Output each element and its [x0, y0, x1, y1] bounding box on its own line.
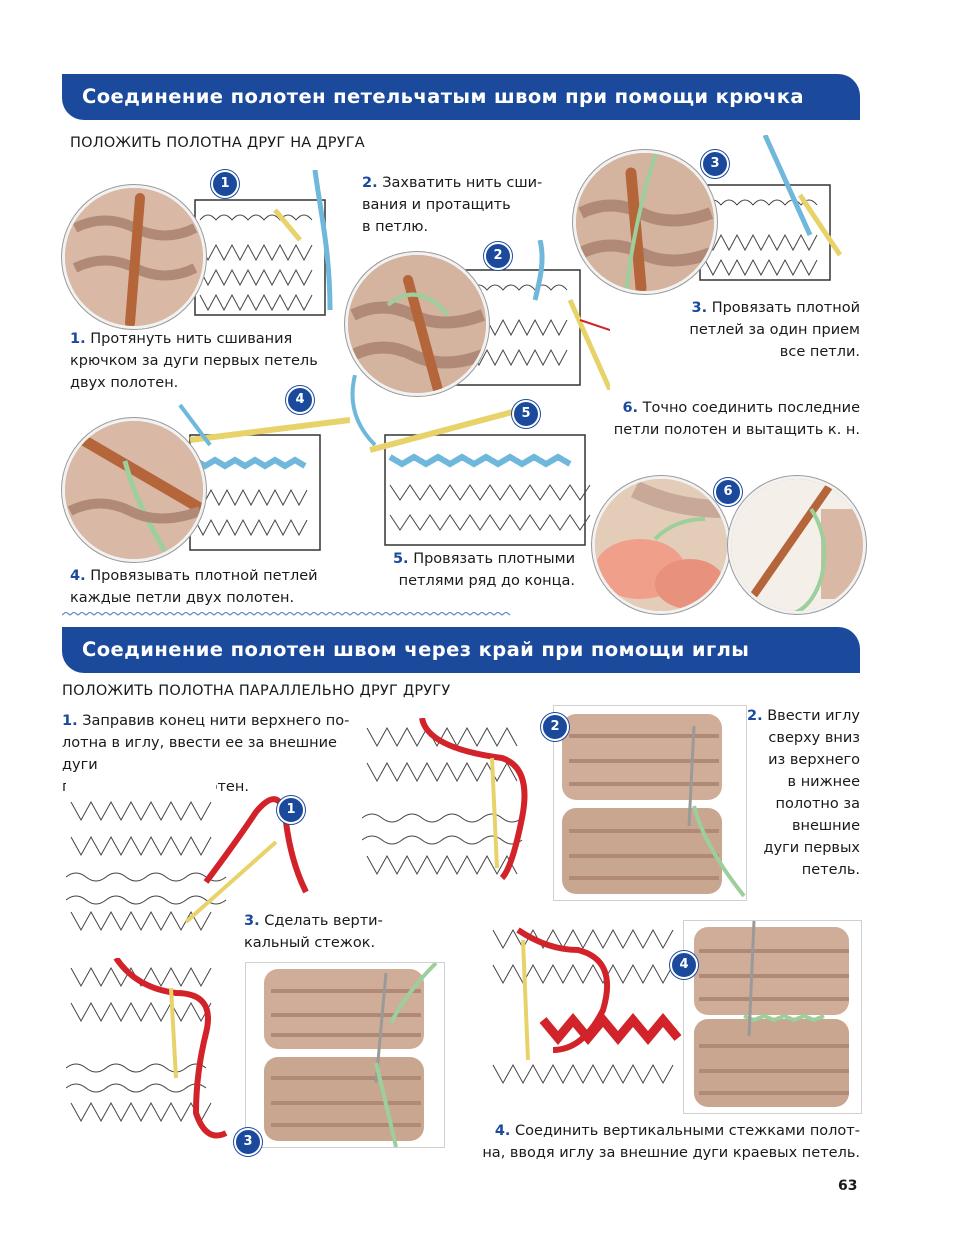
- caption-line: дуги первых: [763, 840, 860, 856]
- caption-line: Заправив конец нити верхнего по-: [82, 713, 350, 729]
- caption-line: внешние: [791, 818, 860, 834]
- caption-line: Ввести иглу: [767, 708, 860, 724]
- illustration-step-1: [180, 170, 340, 320]
- caption-step-6: 6. Точно соединить последние петли полот…: [600, 397, 860, 441]
- photo-circle-step-6b: [728, 476, 866, 614]
- caption-step-4: 4. Провязывать плотной петлей каждые пет…: [70, 565, 330, 609]
- caption-line: Провязать плотными: [413, 551, 575, 567]
- section2-title: Соединение полотен швом через край при п…: [62, 627, 860, 673]
- illustration-s2-step-3: [66, 958, 236, 1143]
- s2-step-badge-2: 2: [541, 713, 569, 741]
- caption-line: в нижнее: [787, 774, 860, 790]
- caption-line: петель.: [801, 862, 860, 878]
- caption-s2-step-4: 4. Соединить вертикальными стежками поло…: [480, 1120, 860, 1164]
- illustration-s2-step-2: [362, 718, 552, 903]
- caption-line: Точно соединить последние: [642, 400, 860, 416]
- caption-line: полотно за: [775, 796, 861, 812]
- photo-circle-step-6a: [592, 476, 730, 614]
- step-badge-4: 4: [286, 386, 314, 414]
- page-number: 63: [838, 1178, 858, 1194]
- caption-line: на, вводя иглу за внешние дуги краевых п…: [482, 1145, 860, 1161]
- caption-line: Провязывать плотной петлей: [90, 568, 318, 584]
- step-badge-6: 6: [714, 478, 742, 506]
- s2-step-badge-4: 4: [670, 951, 698, 979]
- section1-subtitle: ПОЛОЖИТЬ ПОЛОТНА ДРУГ НА ДРУГА: [70, 135, 365, 151]
- photo-s2-step-2: [553, 705, 747, 901]
- caption-step-2: 2. Захватить нить сши- вания и протащить…: [362, 172, 552, 238]
- caption-step-5: 5. Провязать плотными петлями ряд до кон…: [380, 548, 575, 592]
- caption-line: кальный стежок.: [244, 935, 376, 951]
- caption-s2-step-2: 2. Ввести иглу сверху вниз из верхнего в…: [740, 705, 860, 881]
- illustration-s2-step-1: [66, 782, 326, 950]
- caption-number: 3.: [691, 300, 708, 316]
- caption-line: крючком за дуги первых петель: [70, 353, 318, 369]
- photo-circle-step-3: [573, 150, 717, 294]
- illustration-step-5: [340, 375, 600, 550]
- caption-step-3: 3. Провязать плотной петлей за один прие…: [660, 297, 860, 363]
- caption-line: в петлю.: [362, 219, 429, 235]
- caption-number: 6.: [622, 400, 639, 416]
- caption-number: 3.: [244, 913, 260, 929]
- caption-number: 4.: [70, 568, 86, 584]
- caption-number: 4.: [494, 1123, 511, 1139]
- caption-number: 1.: [70, 331, 86, 347]
- s2-step-badge-1: 1: [277, 796, 305, 824]
- photo-circle-step-4: [62, 418, 206, 562]
- caption-number: 5.: [392, 551, 409, 567]
- caption-line: петли полотен и вытащить к. н.: [613, 422, 860, 438]
- caption-line: петлями ряд до конца.: [398, 573, 575, 589]
- photo-s2-step-4: [683, 920, 862, 1114]
- caption-line: сверху вниз: [768, 730, 860, 746]
- caption-line: Провязать плотной: [711, 300, 860, 316]
- caption-s2-step-3: 3. Сделать верти- кальный стежок.: [244, 910, 384, 954]
- caption-line: лотна в иглу, ввести ее за внешние дуги: [62, 735, 337, 773]
- caption-line: вания и протащить: [362, 197, 511, 213]
- step-badge-2: 2: [484, 242, 512, 270]
- caption-number: 1.: [62, 713, 78, 729]
- caption-number: 2.: [362, 175, 378, 191]
- step-badge-3: 3: [701, 150, 729, 178]
- caption-line: петлей за один прием: [689, 322, 860, 338]
- caption-line: Соединить вертикальными стежками полот-: [515, 1123, 860, 1139]
- section2-subtitle: ПОЛОЖИТЬ ПОЛОТНА ПАРАЛЛЕЛЬНО ДРУГ ДРУГУ: [62, 683, 451, 699]
- caption-line: Сделать верти-: [264, 913, 383, 929]
- s2-step-badge-3: 3: [234, 1128, 262, 1156]
- photo-circle-step-2: [345, 252, 489, 396]
- step-badge-1: 1: [211, 170, 239, 198]
- caption-step-1: 1. Протянуть нить сшивания крючком за ду…: [70, 328, 330, 394]
- photo-circle-step-1: [62, 185, 206, 329]
- caption-line: все петли.: [779, 344, 860, 360]
- caption-line: Протянуть нить сшивания: [90, 331, 293, 347]
- caption-line: каждые петли двух полотен.: [70, 590, 295, 606]
- section1-title: Соединение полотен петельчатым швом при …: [62, 74, 860, 120]
- step-badge-5: 5: [512, 400, 540, 428]
- photo-s2-step-3: [245, 962, 445, 1148]
- section-divider: [62, 612, 860, 618]
- illustration-s2-step-4: [488, 920, 688, 1115]
- caption-line: двух полотен.: [70, 375, 179, 391]
- caption-line: Захватить нить сши-: [382, 175, 543, 191]
- caption-number: 2.: [747, 708, 763, 724]
- caption-line: из верхнего: [768, 752, 860, 768]
- illustration-step-3: [690, 135, 860, 285]
